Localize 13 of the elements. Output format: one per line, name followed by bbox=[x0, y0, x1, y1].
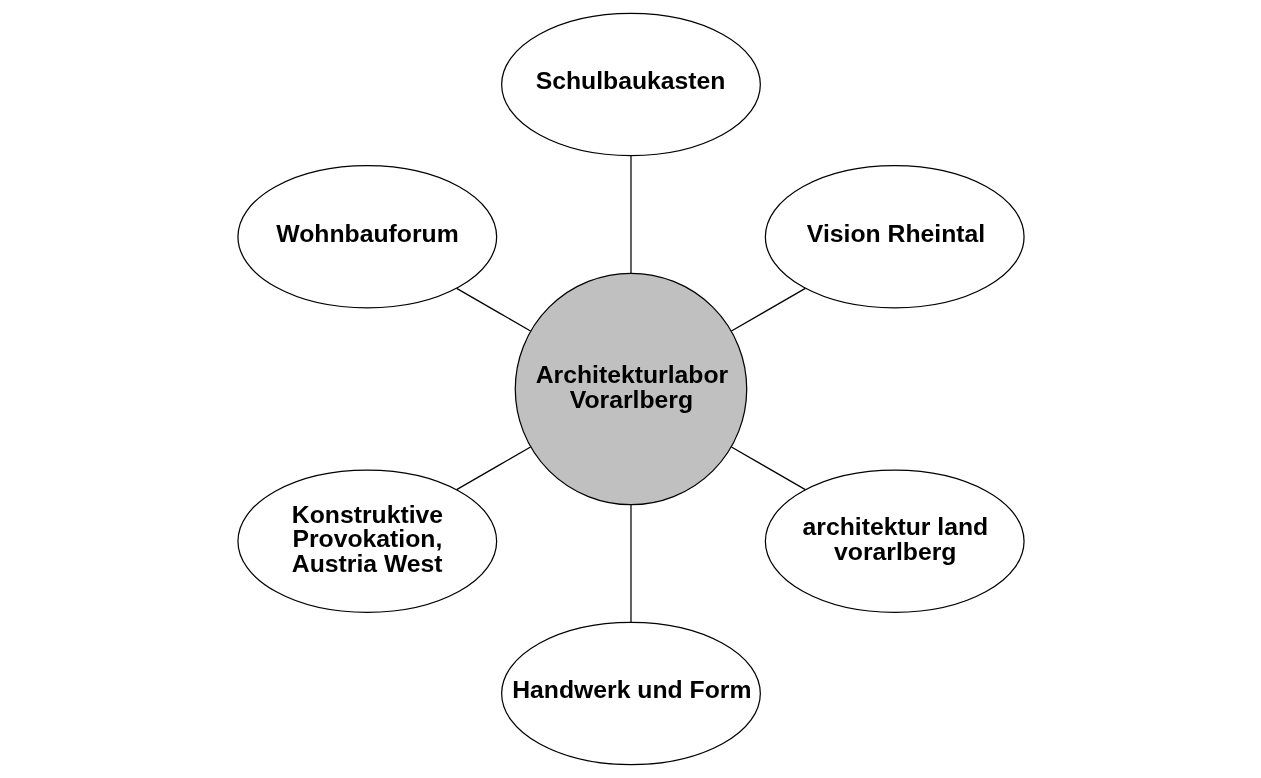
node-ellipse: Handwerk und Form bbox=[500, 621, 761, 766]
connector bbox=[455, 446, 531, 491]
connector bbox=[629, 504, 632, 623]
node-ellipse: Schulbaukasten bbox=[500, 12, 761, 157]
connector bbox=[629, 155, 632, 274]
connector bbox=[730, 446, 806, 491]
node-ellipse: Wohnbauforum bbox=[236, 164, 497, 309]
node-ellipse: architektur land vorarlberg bbox=[764, 469, 1025, 614]
node-circle: Architekturlabor Vorarlberg bbox=[514, 272, 747, 506]
connector bbox=[455, 287, 531, 332]
node-ellipse: Konstruktive Provokation, Austria West bbox=[236, 469, 497, 614]
connector bbox=[730, 287, 806, 332]
node-ellipse: Vision Rheintal bbox=[764, 164, 1025, 309]
